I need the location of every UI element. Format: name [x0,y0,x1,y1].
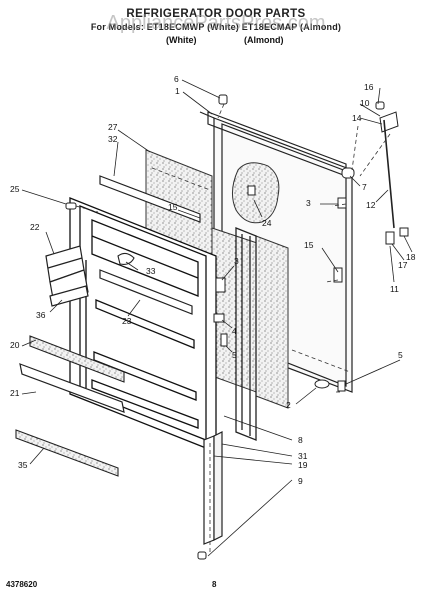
part-33-clip [117,252,135,265]
shelf-36 [49,285,89,307]
screw-16 [375,101,385,110]
callout-7: 7 [362,182,367,192]
callout-36: 36 [36,310,46,320]
callout-24: 24 [262,218,272,228]
shelf-bar-23 [99,269,193,315]
callout-2: 2 [286,400,291,410]
bracket-3b [215,277,226,293]
screw-25 [65,202,77,210]
cap-7 [341,167,355,179]
callout-32: 32 [108,134,118,144]
callout-19: 19 [298,460,308,470]
bracket-3a [337,197,347,209]
callout-1: 1 [175,86,180,96]
bracket-15b [333,267,343,283]
shelf-bar-21 [19,363,125,413]
callout-33: 33 [146,266,156,276]
bushing-2 [314,379,330,389]
callout-17: 17 [398,260,408,270]
callout-27: 27 [108,122,118,132]
callout-25: 25 [10,184,20,194]
callout-21: 21 [10,388,20,398]
bottom-gasket-pieces [203,431,223,545]
part-5a [220,333,228,347]
side-gasket-strips [235,227,257,441]
callout-8: 8 [298,435,303,445]
leader-lines [21,79,413,557]
callout-10: 10 [360,98,370,108]
callout-9: 9 [298,476,303,486]
callout-20: 20 [10,340,20,350]
hinge-bracket-10 [379,111,399,133]
callout-15-b: 15 [304,240,314,250]
callout-11: 11 [390,284,399,294]
screw-5b [337,380,346,392]
part-4 [213,313,225,323]
color-label-white: (White) [166,35,197,45]
screw-6 [218,94,228,105]
bottom-strip-35 [15,429,119,477]
document-number: 4378620 [6,580,38,589]
callout-14: 14 [352,113,362,123]
hinge-11 [385,231,395,245]
callout-18: 18 [406,252,416,262]
diagram-title: REFRIGERATOR DOOR PARTS [126,8,306,20]
callout-4: 4 [232,326,237,336]
model-numbers: For Models: ET18ECMWP (White) ET18ECMAP … [90,22,342,32]
dairy-door [45,245,89,305]
callout-31: 31 [298,451,308,461]
callout-12: 12 [366,200,376,210]
callout-3-a: 3 [306,198,311,208]
hinge-pin-12 [383,119,395,229]
cutaway-detail [232,162,280,224]
screw-9 [197,551,207,560]
alignment-lines [75,103,391,552]
page-number: 8 [212,580,217,589]
hardware-parts [65,94,409,560]
inner-door-liner [69,197,217,453]
callout-16: 16 [364,82,374,92]
color-label-almond: (Almond) [244,35,284,45]
callout-5-a: 5 [232,350,237,360]
callout-6: 6 [174,74,179,84]
callout-15-a: 15 [168,202,178,212]
callout-labels: 6 1 27 32 25 15 24 16 10 14 7 12 3 15 22… [10,74,416,486]
callout-3-b: 3 [234,256,239,266]
callout-23: 23 [122,316,132,326]
callout-35: 35 [18,460,28,470]
dairy-door-bar [99,175,201,223]
foam-insulation-panel [145,149,289,409]
washer-18 [399,227,409,237]
callout-22: 22 [30,222,40,232]
callout-5-b: 5 [398,350,403,360]
